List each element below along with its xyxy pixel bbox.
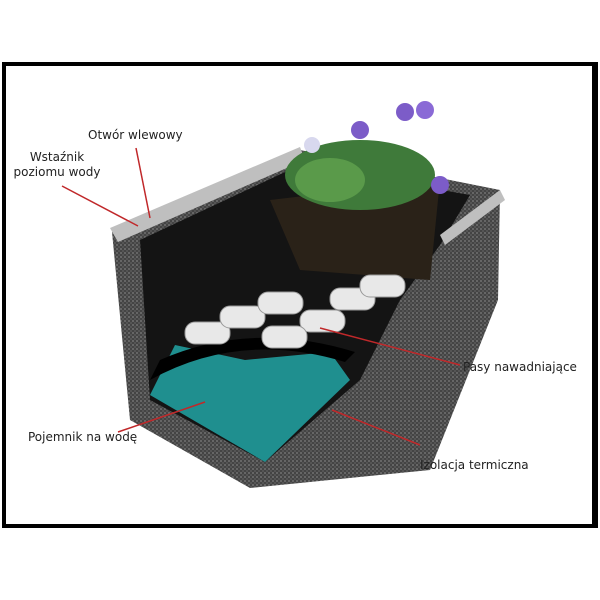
plant-foliage (285, 101, 449, 210)
label-indicator-line1: Wstaźnik (29, 150, 85, 164)
rim (110, 147, 305, 242)
label-water-level-indicator: Wstaźnik poziomu wody (2, 150, 112, 180)
label-inlet: Otwór wlewowy (88, 128, 183, 142)
label-irrigation-strips: Pasy nawadniające (463, 360, 577, 374)
leader-lines (61, 147, 461, 446)
label-thermal-insulation: Izolacja termiczna (420, 458, 529, 472)
label-water-container: Pojemnik na wodę (28, 430, 138, 444)
label-indicator-line2: poziomu wody (13, 165, 101, 179)
irrigation-strips (184, 274, 406, 349)
water-reservoir (150, 345, 350, 462)
